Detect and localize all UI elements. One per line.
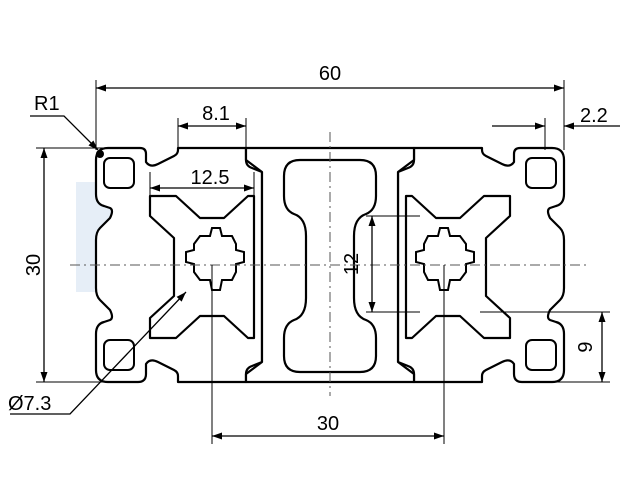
- label-core-height: 12: [341, 253, 363, 275]
- dimension-labels: 60 8.1 2.2 12.5 30 12 9 30 R1 Ø7.3: [8, 63, 608, 435]
- dim-r1-leader: [30, 115, 99, 151]
- center-lines: [70, 132, 590, 396]
- label-overall-width: 60: [319, 63, 341, 85]
- label-bore: Ø7.3: [8, 393, 51, 415]
- corner-hole-bottom-left: [103, 339, 135, 371]
- label-overall-height: 30: [23, 254, 45, 276]
- dimension-lines: [10, 84, 620, 440]
- corner-hole-bottom-right: [525, 339, 557, 371]
- core-bore-left: [185, 227, 245, 291]
- label-center-distance: 30: [317, 413, 339, 435]
- radius-detail: [96, 150, 104, 158]
- label-radius: R1: [34, 93, 60, 115]
- label-slot-opening: 8.1: [202, 103, 230, 125]
- label-slot-offset: 9: [575, 341, 597, 352]
- label-inner-channel: 12.5: [191, 167, 230, 189]
- corner-hole-top-right: [525, 157, 557, 189]
- dim-bore-leader: [10, 291, 187, 415]
- core-bore-right: [415, 227, 475, 291]
- extension-lines: [36, 80, 610, 444]
- corner-hole-top-left: [103, 157, 135, 189]
- label-wall: 2.2: [580, 105, 608, 127]
